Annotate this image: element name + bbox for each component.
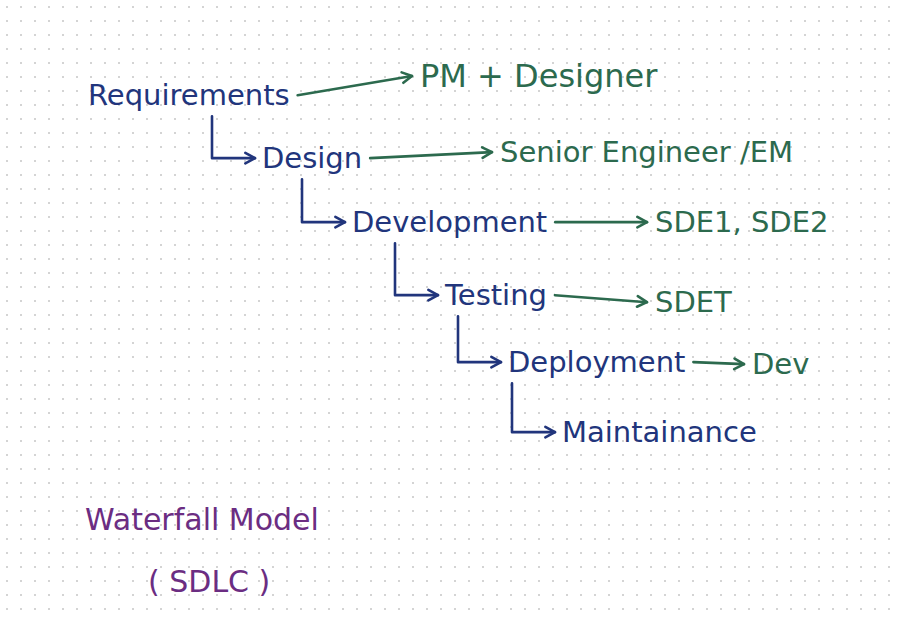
arrow-line (512, 383, 555, 432)
flow-arrow (212, 116, 255, 163)
flow-arrow (395, 243, 438, 300)
step-text-node: Design (262, 141, 362, 175)
flow-arrow (370, 147, 492, 158)
step-text-node: SDET (655, 285, 732, 319)
node-text: Senior Engineer /EM (500, 136, 793, 169)
arrow-head (637, 296, 647, 307)
arrow-line (212, 116, 255, 158)
arrow-line (298, 76, 412, 95)
arrow-head (734, 359, 744, 370)
flow-arrow (512, 383, 555, 437)
flow-arrow (555, 295, 647, 307)
arrow-head (637, 217, 647, 228)
model-label: ( SDLC ) (148, 565, 270, 600)
node-text: Design (262, 142, 362, 175)
arrow-head (245, 153, 255, 164)
step-text-node: Requirements (88, 78, 290, 112)
flow-arrow (693, 359, 744, 370)
step-text-node: SDE1, SDE2 (655, 205, 828, 239)
node-text: SDE1, SDE2 (655, 206, 828, 239)
node-text: Dev (752, 348, 809, 381)
node-text: Testing (445, 279, 547, 312)
step-text-node: Testing (445, 278, 547, 312)
arrow-line (458, 316, 501, 362)
arrow-head (335, 217, 345, 228)
arrow-line (555, 221, 647, 224)
arrow-head (402, 72, 412, 82)
flow-arrow (458, 316, 501, 367)
node-text: SDET (655, 286, 732, 319)
arrow-line (693, 362, 744, 364)
step-text-node: Senior Engineer /EM (500, 135, 793, 169)
arrow-head (545, 427, 555, 438)
node-text: Development (352, 206, 547, 239)
step-text-node: Dev (752, 347, 809, 381)
node-text: Deployment (508, 346, 685, 379)
step-text-node: Deployment (508, 345, 685, 379)
arrow-line (370, 152, 492, 158)
node-text: Requirements (88, 79, 290, 112)
node-text: PM + Designer (420, 58, 657, 95)
flow-arrow (555, 217, 647, 228)
flow-arrow (298, 72, 412, 95)
arrow-line (555, 295, 647, 302)
model-label: Waterfall Model (85, 503, 319, 538)
node-text: Maintainance (562, 416, 757, 449)
step-text-node: PM + Designer (420, 57, 657, 95)
flow-arrow (302, 179, 345, 227)
arrow-head (428, 290, 438, 301)
arrow-line (395, 243, 438, 295)
step-text-node: Maintainance (562, 415, 757, 449)
arrow-head (482, 147, 492, 158)
arrow-line (302, 179, 345, 222)
step-text-node: Development (352, 205, 547, 239)
arrow-head (491, 357, 501, 368)
